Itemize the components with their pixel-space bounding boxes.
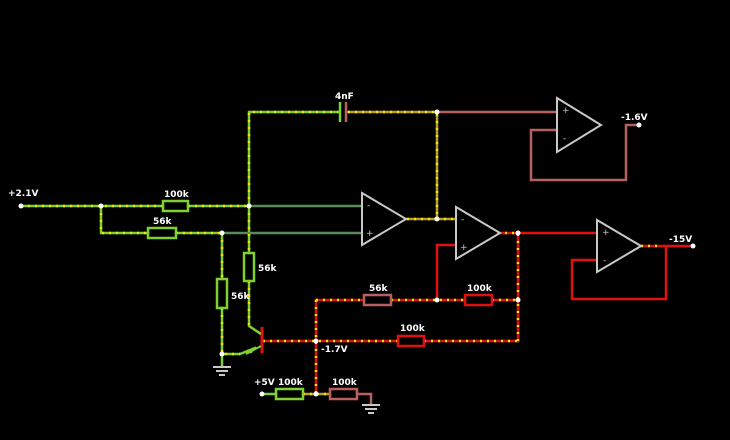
resistor-r-v1-label: 56k: [258, 264, 278, 274]
label-v-out2: -15V: [669, 235, 692, 245]
opamp-4[interactable]: + -: [596, 218, 643, 274]
opamp-1[interactable]: - +: [361, 191, 408, 247]
label-v-in: +2.1V: [8, 189, 38, 199]
input-wires: [19, 110, 340, 368]
resistor-r-fb3[interactable]: 100k: [396, 324, 426, 348]
label-v-transistor: -1.7V: [321, 345, 348, 355]
opamp-2[interactable]: - +: [455, 205, 502, 261]
resistor-r-v2-label: 56k: [231, 292, 251, 302]
resistor-r-v2[interactable]: 56k: [215, 277, 251, 310]
opamp-4-minus: -: [603, 256, 606, 266]
resistor-r-bot2[interactable]: 100k: [328, 378, 359, 401]
output-wires: [261, 231, 695, 396]
opamp-2-plus: +: [460, 243, 468, 253]
resistor-r-bot1-label: 100k: [278, 378, 304, 388]
terminal-input[interactable]: [18, 203, 24, 209]
opamp-4-plus: +: [602, 228, 610, 238]
opamp1-input-wires: [220, 204, 362, 235]
opamp-3-plus: +: [562, 106, 570, 116]
terminals[interactable]: [18, 122, 696, 397]
resistor-r-fb3-label: 100k: [400, 324, 426, 334]
ground-icon-2: [362, 404, 380, 414]
resistor-r-top[interactable]: 100k: [161, 190, 190, 213]
resistor-r-fb1-label: 56k: [369, 284, 389, 294]
resistor-r-v1[interactable]: 56k: [242, 251, 278, 283]
capacitor-c1-label: 4nF: [335, 92, 354, 102]
resistor-r-bot1[interactable]: 100k: [274, 378, 305, 401]
resistor-r-top-label: 100k: [164, 190, 190, 200]
label-v-out1: -1.6V: [621, 113, 648, 123]
current-dots: [21, 110, 662, 396]
transistor[interactable]: [245, 325, 264, 355]
resistor-r-fb2-label: 100k: [467, 284, 493, 294]
terminal-out1[interactable]: [636, 122, 642, 128]
capacitor-c1[interactable]: 4nF: [335, 92, 354, 122]
opamp-1-plus: +: [366, 229, 374, 239]
resistor-r-fb1[interactable]: 56k: [362, 284, 393, 307]
terminal-out2[interactable]: [690, 243, 696, 249]
ground-icon: [213, 366, 231, 376]
terminal-supply[interactable]: [259, 391, 265, 397]
resistor-r-fb2[interactable]: 100k: [463, 284, 494, 307]
resistor-r-mid-label: 56k: [153, 217, 173, 227]
opamp-3[interactable]: + -: [556, 96, 603, 154]
resistor-r-mid[interactable]: 56k: [146, 217, 178, 240]
opamp-1-minus: -: [367, 201, 370, 211]
transistor-arrow-icon: [246, 348, 254, 354]
label-v-supply: +5V: [254, 378, 275, 388]
opamp-3-minus: -: [563, 134, 566, 144]
opamp-2-minus: -: [461, 215, 464, 225]
junction-nodes: [98, 109, 521, 397]
resistor-r-bot2-label: 100k: [332, 378, 358, 388]
